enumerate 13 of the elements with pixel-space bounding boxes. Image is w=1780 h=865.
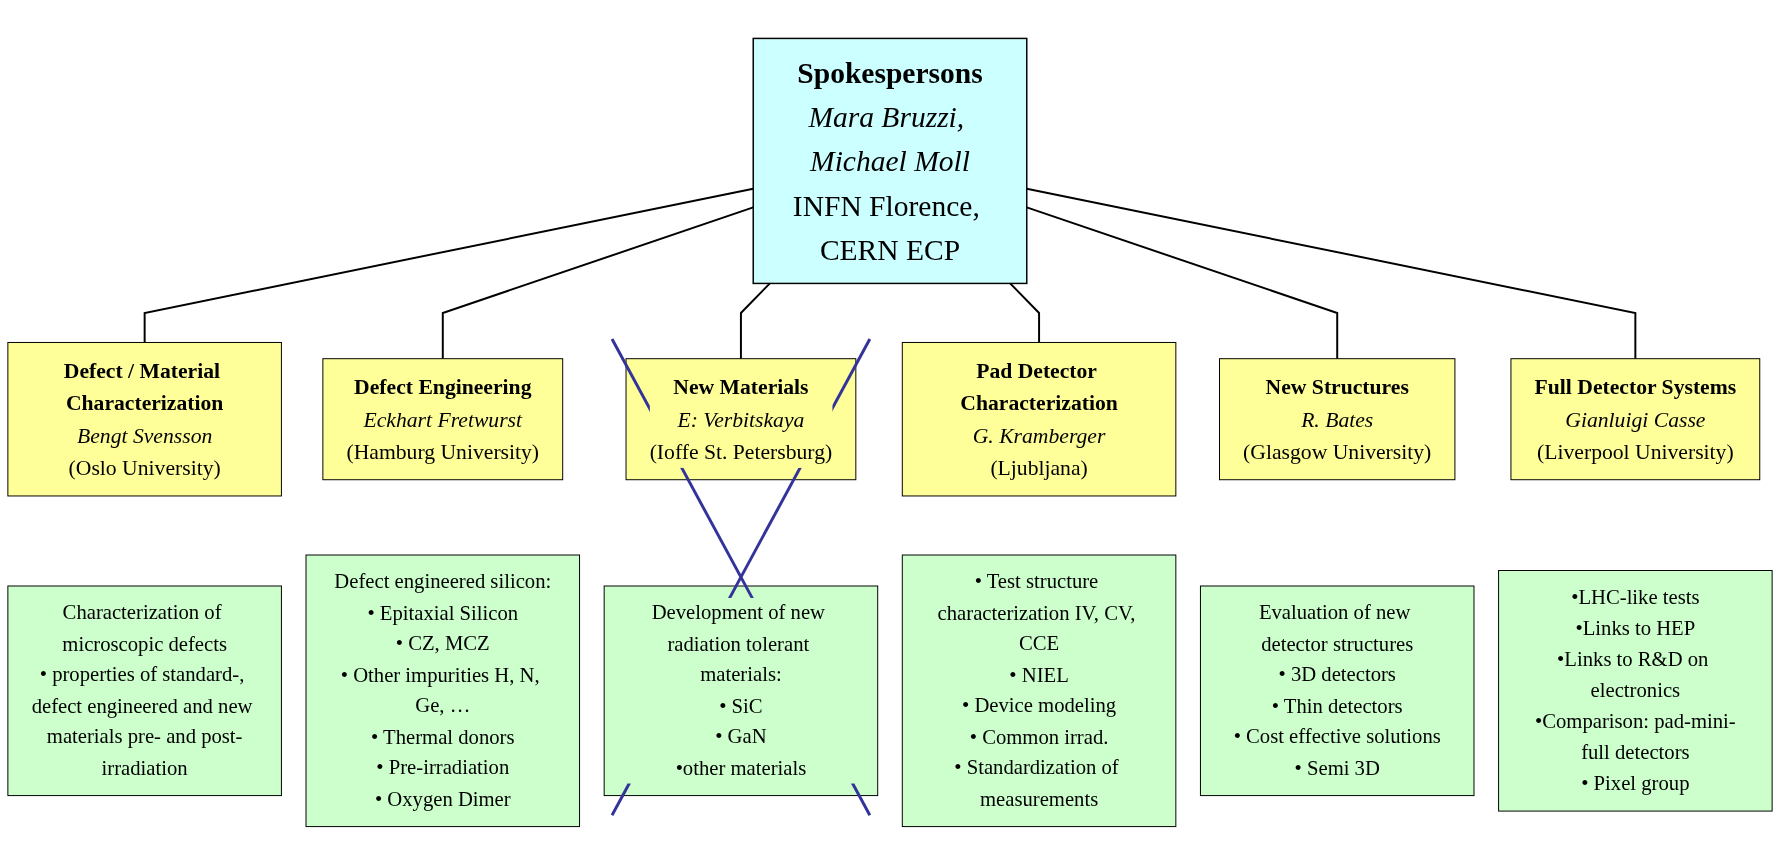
node-box: Evaluation of new detector structures • 3D detectors • Thin detectors • Cost effective solutions • Semi 3D <box>1199 585 1475 797</box>
node-box: New Structures R. Bates (Glasgow University) <box>1219 358 1456 481</box>
node-box: Defect / Material Characterization Bengt Svensson (Oslo University) <box>7 342 282 497</box>
node-box: Characterization of microscopic defects • properties of standard-, defect engineered and new materials pre- and post-irradiation <box>7 585 282 797</box>
node-box: Defect engineered silicon: • Epitaxial Silicon • CZ, MCZ • Other impurities H, N, Ge, … • Thermal donors • Pre-irradiation • Oxygen Dimer <box>305 554 581 828</box>
node-box: • Test structure characterization IV, CV, CCE • NIEL • Device modeling • Common irrad. • Standardization of measurements <box>901 554 1177 828</box>
node-box: Pad Detector Characterization G. Kramberger (Ljubljana) <box>901 342 1177 497</box>
connector <box>1009 282 1041 344</box>
node-box: Full Detector Systems Gianluigi Casse (Liverpool University) <box>1510 358 1761 481</box>
node-box: •LHC-like tests •Links to HEP •Links to R&D on electronics •Comparison: pad-mini-full detectors • Pixel group <box>1498 570 1773 812</box>
node-box: Defect Engineering Eckhart Fretwurst (Hamburg University) <box>322 358 564 481</box>
connector <box>739 282 771 360</box>
node-box: Spokespersons Mara Bruzzi, Michael Moll INFN Florence, CERN ECP <box>752 37 1028 285</box>
